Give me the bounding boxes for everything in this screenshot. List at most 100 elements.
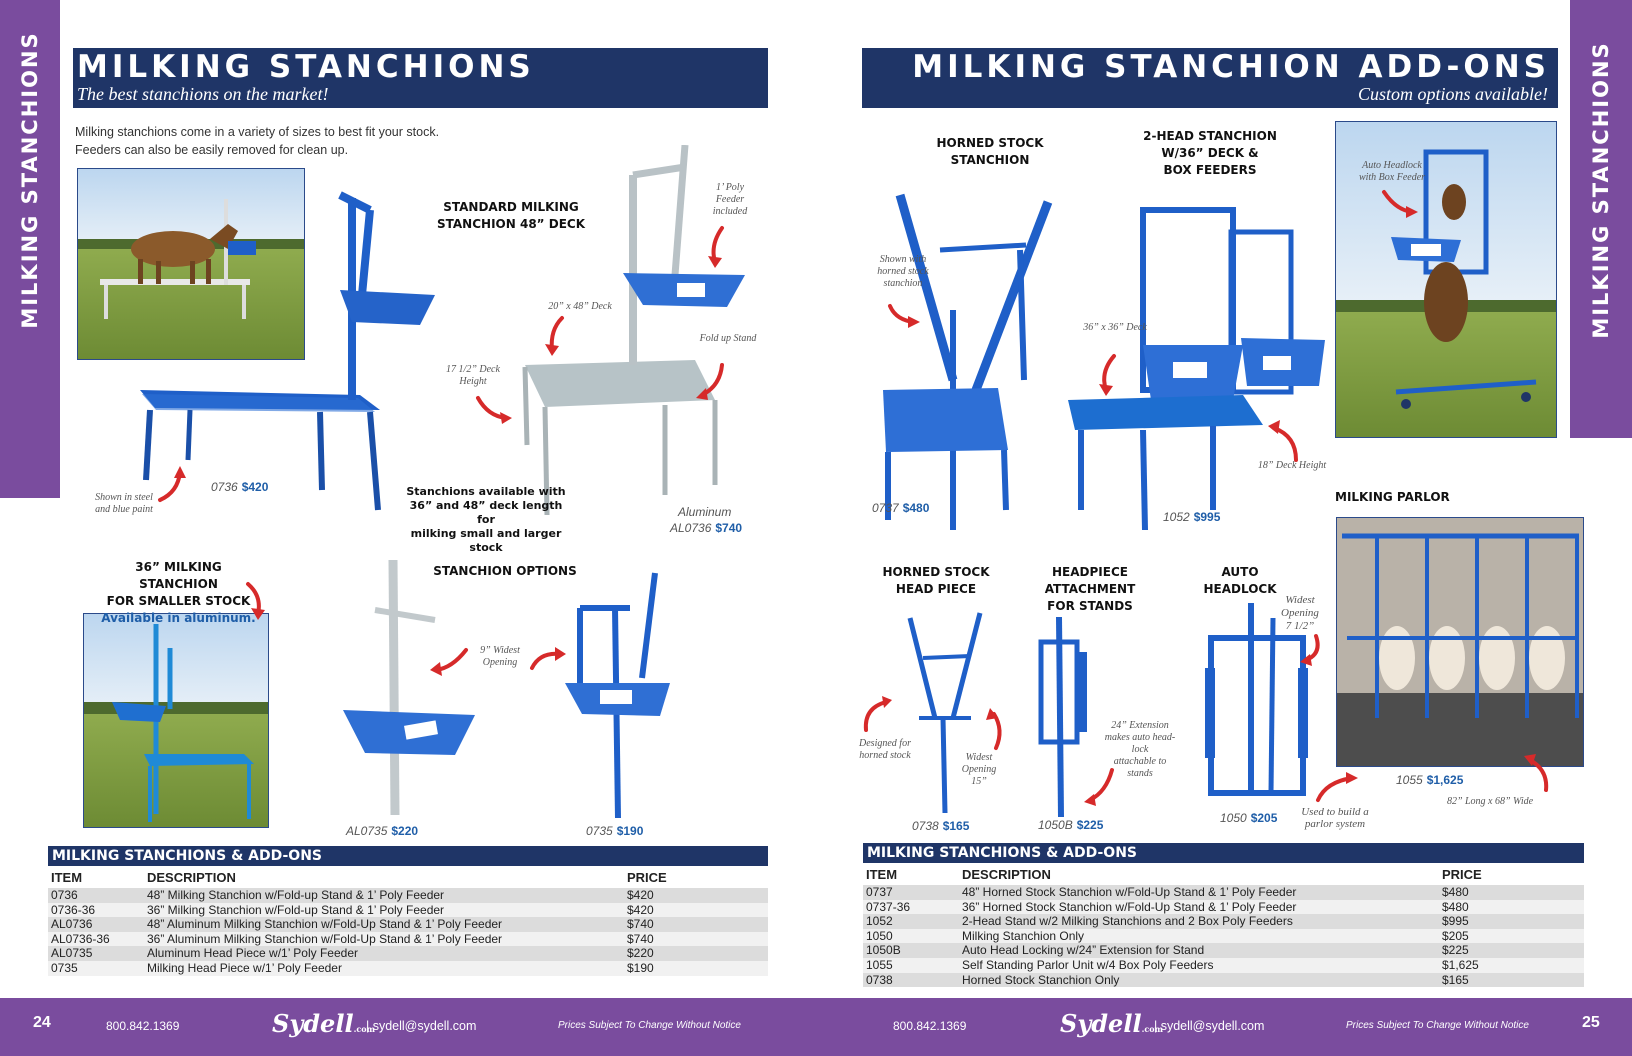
- table-cell-item: 0736-36: [48, 902, 144, 918]
- code-0737: 0737$480: [872, 501, 929, 515]
- fold-up-note: Fold up Stand: [699, 333, 757, 344]
- right-sydell-logo: Sydell.com: [1060, 1009, 1163, 1038]
- two-head-label-3: BOX FEEDERS: [1163, 163, 1257, 177]
- auto-headlock-image: [1203, 598, 1313, 803]
- widest-opening-7-note-3: 7 1/2”: [1285, 620, 1315, 632]
- opening-9-note: 9” Widest Opening: [470, 645, 530, 669]
- small-stanchion-label-3: Available in aluminum.: [101, 611, 256, 625]
- table-cell-price: $420: [624, 902, 768, 918]
- designed-horned-note-1: Designed for: [859, 738, 911, 749]
- two-head-stanchion-image: [1063, 190, 1333, 540]
- table-cell-price: $480: [1439, 885, 1584, 900]
- code-1050-text: 1050: [1220, 811, 1247, 825]
- table-cell-desc: 36” Milking Stanchion w/Fold-up Stand & …: [144, 902, 624, 918]
- aluminum-stanchion-image: [515, 145, 765, 525]
- two-head-label-2: W/36” DECK &: [1161, 146, 1259, 160]
- code-1050: 1050$205: [1220, 811, 1277, 825]
- steel-paint-note-1: Shown in steel: [95, 492, 153, 503]
- code-1050b: 1050B$225: [1038, 818, 1103, 832]
- table-cell-item: 0737-36: [863, 899, 959, 915]
- right-col-price: PRICE: [1442, 866, 1482, 882]
- intro-line-1: Milking stanchions come in a variety of …: [75, 125, 440, 139]
- right-col-item: ITEM: [866, 866, 898, 882]
- left-page-number: 24: [33, 1014, 51, 1031]
- table-cell-desc: 2-Head Stand w/2 Milking Stanchions and …: [959, 914, 1439, 929]
- widest-opening-7-note-2: Opening: [1281, 607, 1319, 619]
- widest-opening-15-note-1: Widest: [965, 752, 993, 763]
- table-cell-item: AL0735: [48, 946, 144, 961]
- widest-opening-15-note-2: Opening: [961, 764, 997, 775]
- table-cell-desc: Self Standing Parlor Unit w/4 Box Poly F…: [959, 957, 1439, 973]
- headpiece-attachment-label: HEADPIECE ATTACHMENT FOR STANDS: [1010, 564, 1170, 615]
- code-0738: 0738$165: [912, 819, 969, 833]
- horned-stock-label: HORNED STOCK STANCHION: [930, 135, 1050, 169]
- right-price-table: MILKING STANCHIONS & ADD-ONS ITEM DESCRI…: [863, 843, 1584, 988]
- table-cell-desc: Horned Stock Stanchion Only: [959, 972, 1439, 988]
- left-phone: 800.842.1369: [106, 1019, 180, 1033]
- code-1052-text: 1052: [1163, 510, 1190, 524]
- deck-18-note: 18” Deck Height: [1257, 460, 1327, 471]
- right-page-number: 25: [1582, 1014, 1600, 1031]
- left-disclaimer: Prices Subject To Change Without Notice: [558, 1020, 741, 1031]
- table-cell-item: 0736: [48, 888, 144, 903]
- table-cell-price: $190: [624, 960, 768, 976]
- standard-stanchion-label-line2: STANCHION 48” DECK: [437, 217, 585, 231]
- table-cell-price: $165: [1439, 972, 1584, 988]
- right-col-desc: DESCRIPTION: [962, 866, 1051, 882]
- side-tab-left-label: MILKING STANCHIONS: [18, 31, 42, 329]
- price-al0735: $220: [391, 824, 419, 838]
- designed-horned-note-2: horned stock: [859, 750, 911, 761]
- price-0738: $165: [942, 819, 970, 833]
- left-col-item: ITEM: [51, 869, 83, 885]
- availability-note-1: Stanchions available with: [406, 485, 566, 498]
- two-head-label-1: 2-HEAD STANCHION: [1143, 129, 1277, 143]
- auto-headlock-box-note-2: with Box Feeder: [1358, 172, 1426, 183]
- deck-height-note-2: Height: [459, 376, 487, 387]
- horned-head-piece-label-1: HORNED STOCK: [882, 565, 990, 579]
- code-0735: 0735$190: [586, 824, 643, 838]
- side-tab-left: MILKING STANCHIONS: [0, 0, 60, 498]
- goat-on-stanchion-photo: [77, 168, 305, 360]
- intro-text: Milking stanchions come in a variety of …: [75, 123, 439, 159]
- steel-head-piece-image: [560, 568, 680, 823]
- headpiece-attachment-image: [1033, 612, 1093, 822]
- right-page-title: MILKING STANCHION ADD-ONS: [912, 49, 1550, 85]
- availability-note-3: milking small and larger stock: [410, 527, 562, 554]
- price-1055: $1,625: [1426, 773, 1464, 787]
- horned-shown-note-3: stanchion: [883, 278, 923, 289]
- table-cell-item: AL0736: [48, 917, 144, 932]
- left-logo-suffix: .com: [353, 1024, 376, 1034]
- poly-feeder-note-3: included: [712, 206, 748, 217]
- code-al0735-text: AL0735: [346, 824, 388, 838]
- headpiece-attachment-label-2: FOR STANDS: [1047, 599, 1133, 613]
- right-page-header: MILKING STANCHION ADD-ONS Custom options…: [862, 48, 1558, 108]
- small-stanchion-photo: [83, 613, 269, 828]
- left-email-link[interactable]: | sydell@sydell.com: [366, 1019, 477, 1033]
- code-0735-text: 0735: [586, 824, 613, 838]
- milking-parlor-photo: [1336, 517, 1584, 767]
- code-al0735: AL0735$220: [346, 824, 418, 838]
- widest-opening-15-note-3: 15”: [971, 776, 987, 787]
- extension-note-5: stands: [1127, 768, 1153, 779]
- table-cell-desc: 48” Aluminum Milking Stanchion w/Fold-Up…: [144, 917, 624, 932]
- extension-note-4: attachable to: [1113, 756, 1167, 767]
- right-email-link[interactable]: | sydell@sydell.com: [1154, 1019, 1265, 1033]
- extension-note-2: makes auto head-: [1104, 732, 1176, 743]
- code-1052: 1052$995: [1163, 510, 1220, 524]
- table-cell-desc: Aluminum Head Piece w/1’ Poly Feeder: [144, 946, 624, 961]
- left-price-table: MILKING STANCHIONS & ADD-ONS ITEM DESCRI…: [48, 846, 768, 976]
- table-cell-item: 1052: [863, 914, 959, 929]
- table-cell-price: $420: [624, 888, 768, 903]
- price-0737: $480: [902, 501, 930, 515]
- horned-head-piece-label: HORNED STOCK HEAD PIECE: [876, 564, 996, 598]
- horned-shown-note-2: horned stock: [877, 266, 929, 277]
